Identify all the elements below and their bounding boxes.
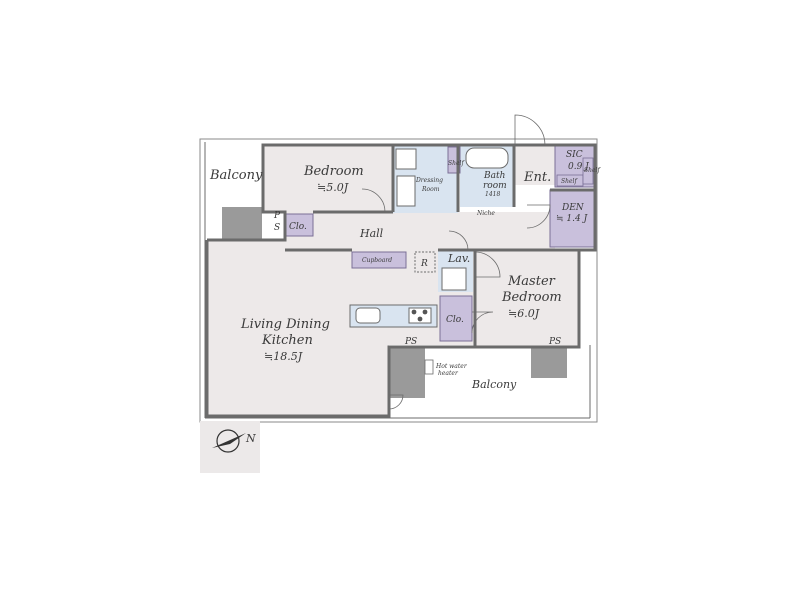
hall-label: Hall	[359, 227, 384, 240]
master-door	[474, 251, 501, 278]
bathtub-icon	[465, 147, 509, 169]
master-floor	[475, 250, 579, 346]
bath-label: Bath	[483, 171, 505, 181]
sic-area-label: 0.9 J	[568, 162, 590, 172]
doors	[361, 114, 551, 410]
ldk2-label: Kitchen	[261, 333, 313, 348]
dressing-room-label: Room	[421, 186, 440, 193]
walls	[204, 142, 597, 419]
bedroom-door	[361, 188, 386, 213]
closet1-label: Clo.	[289, 222, 307, 232]
den-box	[549, 189, 596, 248]
balcony-door	[388, 394, 404, 410]
ps1b-label: S	[274, 223, 280, 233]
fridge-label: R	[420, 259, 428, 269]
compass-bg	[200, 421, 260, 473]
labels: Balcony Bedroom ≒5.0J Dressing Room Bath…	[209, 150, 601, 391]
cupboard-label: Cupboard	[362, 257, 392, 264]
ps2-label: PS	[404, 337, 417, 347]
outdoor-unit-bottom	[389, 348, 425, 398]
den-area-label: ≒ 1.4 J	[556, 214, 589, 224]
compass-circle-icon	[216, 429, 240, 453]
dressing-label: Dressing	[415, 177, 443, 184]
compass-arrow-icon	[212, 433, 246, 448]
ps1-label: P	[273, 211, 281, 221]
burner-3-icon	[417, 316, 423, 322]
kitchen-counter	[349, 304, 438, 328]
cupboard-box	[351, 251, 407, 269]
sink-icon	[355, 307, 381, 324]
outdoor-unit-left	[222, 207, 262, 239]
balcony-left-label: Balcony	[209, 168, 263, 183]
compass-north-label: N	[245, 432, 256, 445]
hall-floor	[285, 212, 555, 250]
closet2-box	[439, 295, 473, 342]
shelf-bath-label: Shelf	[448, 160, 465, 167]
closet2-label: Clo.	[446, 315, 464, 325]
niche-label: Niche	[476, 210, 495, 217]
compass: N	[200, 421, 260, 473]
bath-size-label: 1418	[485, 191, 500, 198]
lav-label: Lav.	[447, 252, 470, 265]
sic-label: SIC	[566, 150, 583, 160]
sic-shelf2-label: Shelf	[584, 167, 601, 174]
master-area-label: ≒6.0J	[508, 307, 540, 320]
ldk-area-label: ≒18.5J	[264, 350, 303, 363]
sic-shelf2-box	[582, 157, 594, 185]
entrance-floor	[515, 145, 555, 185]
den-label: DEN	[561, 203, 585, 213]
water-heater-label-1: Hot water	[435, 363, 468, 370]
burner-1-icon	[411, 309, 417, 315]
water-heater-label-2: heater	[438, 370, 459, 377]
closet2-door	[471, 311, 494, 334]
bedroom-floor	[263, 145, 393, 212]
toilet-icon	[441, 267, 467, 291]
storage-areas	[284, 144, 596, 342]
ps3-label: PS	[548, 337, 561, 347]
bedroom-label: Bedroom	[303, 164, 364, 179]
outdoor-unit-right	[531, 348, 567, 378]
balcony-bottom-label: Balcony	[471, 378, 517, 391]
bath-room-label: room	[483, 181, 507, 191]
fridge-icon	[414, 251, 436, 273]
entrance-label: Ent.	[523, 170, 551, 185]
washbasin-icon	[396, 175, 416, 207]
washer-icon	[395, 148, 417, 170]
sic-shelf-label: Shelf	[561, 178, 578, 185]
bedroom-area-label: ≒5.0J	[317, 181, 349, 194]
water-heater-icon	[424, 359, 434, 375]
lav-door	[448, 230, 469, 251]
master-bedroom-label: Bedroom	[501, 290, 562, 305]
entrance-door	[514, 114, 546, 146]
ldk1-label: Living Dining	[240, 317, 330, 332]
master-label: Master	[507, 274, 556, 289]
burner-2-icon	[422, 309, 428, 315]
den-door	[526, 204, 551, 229]
